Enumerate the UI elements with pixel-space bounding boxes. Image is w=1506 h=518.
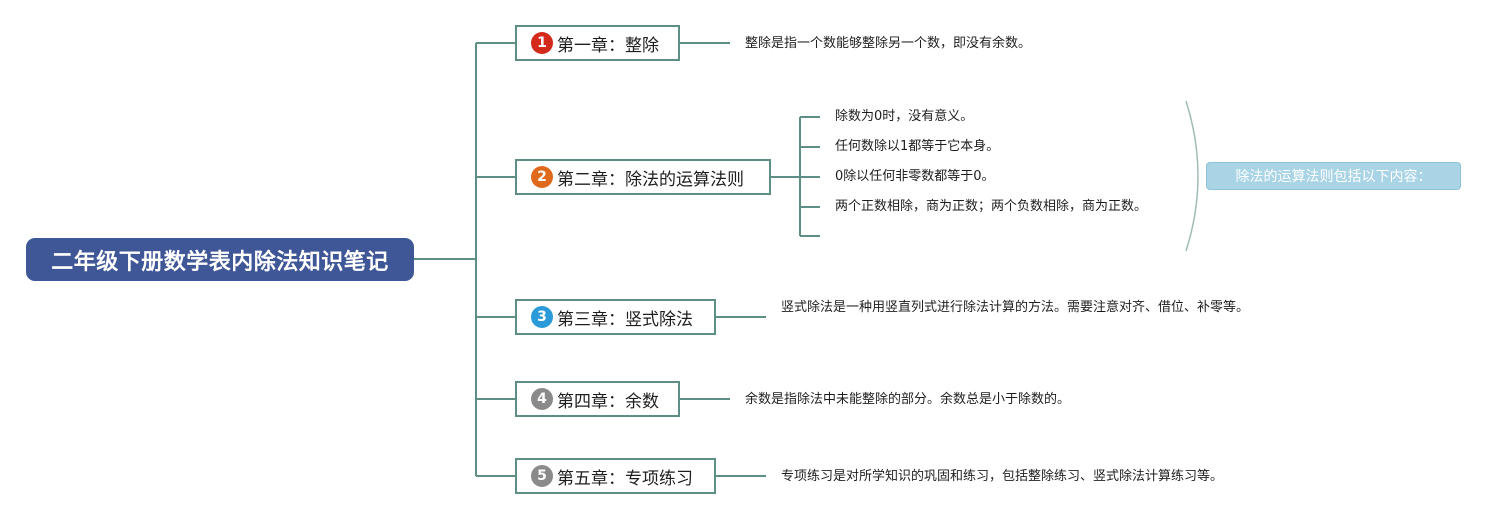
chapter-5-title: 第五章：专项练习	[557, 468, 693, 489]
summary-brace	[1185, 100, 1199, 252]
rule-1: 除数为0时，没有意义。	[835, 109, 974, 124]
chapter-3-node[interactable]: 3 第三章：竖式除法	[515, 299, 716, 335]
number-1-icon: 1	[531, 32, 553, 54]
summary-topic[interactable]: 除法的运算法则包括以下内容：	[1206, 162, 1461, 190]
root-topic[interactable]: 二年级下册数学表内除法知识笔记	[26, 238, 414, 281]
chapter-1-title: 第一章：整除	[557, 35, 659, 56]
number-5-icon: 5	[531, 465, 553, 487]
chapter-4-node[interactable]: 4 第四章：余数	[515, 381, 680, 417]
chapter-1-note: 整除是指一个数能够整除另一个数，即没有余数。	[745, 36, 1032, 51]
chapter-5-node[interactable]: 5 第五章：专项练习	[515, 458, 716, 494]
summary-label: 除法的运算法则包括以下内容：	[1235, 169, 1432, 185]
root-title: 二年级下册数学表内除法知识笔记	[51, 249, 389, 275]
chapter-5-note: 专项练习是对所学知识的巩固和练习，包括整除练习、竖式除法计算练习等。	[781, 469, 1224, 484]
rule-2: 任何数除以1都等于它本身。	[835, 139, 1000, 154]
number-2-icon: 2	[531, 166, 553, 188]
chapter-4-title: 第四章：余数	[557, 391, 659, 412]
number-3-icon: 3	[531, 306, 553, 328]
chapter-2-title: 第二章：除法的运算法则	[557, 169, 744, 190]
rule-4: 两个正数相除，商为正数；两个负数相除，商为正数。	[835, 199, 1148, 214]
chapter-3-note: 竖式除法是一种用竖直列式进行除法计算的方法。需要注意对齐、借位、补零等。	[781, 300, 1250, 315]
chapter-2-node[interactable]: 2 第二章：除法的运算法则	[515, 159, 771, 195]
rule-3: 0除以任何非零数都等于0。	[835, 169, 995, 184]
chapter-3-title: 第三章：竖式除法	[557, 309, 693, 330]
number-4-icon: 4	[531, 388, 553, 410]
chapter-4-note: 余数是指除法中未能整除的部分。余数总是小于除数的。	[745, 392, 1071, 407]
chapter-1-node[interactable]: 1 第一章：整除	[515, 25, 680, 61]
